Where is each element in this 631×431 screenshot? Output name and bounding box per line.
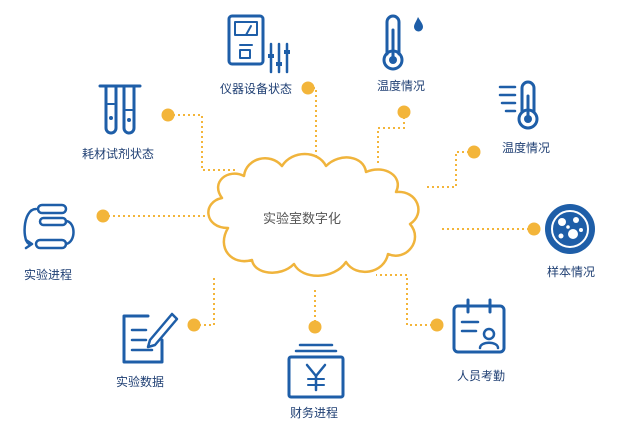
finance-label: 财务进程	[290, 406, 339, 420]
data-label: 实验数据	[116, 375, 165, 389]
center-cloud	[207, 152, 420, 277]
dot-reagent	[161, 108, 175, 122]
thermometer-icon	[382, 14, 423, 71]
connector-reagent	[168, 114, 236, 171]
dot-sample	[527, 222, 541, 236]
test-tubes-icon	[98, 84, 142, 135]
dot-finance	[308, 320, 322, 334]
temperature-top-label: 温度情况	[377, 79, 426, 93]
staff-label: 人员考勤	[457, 369, 506, 383]
instrument-label: 仪器设备状态	[220, 82, 293, 96]
connector-temperature-right	[426, 151, 474, 188]
dot-staff	[430, 318, 444, 332]
dot-temperature-right	[467, 145, 481, 159]
dot-instrument	[301, 81, 315, 95]
dot-progress	[96, 209, 110, 223]
reagent-label: 耗材试剂状态	[82, 147, 155, 161]
progress-label: 实验进程	[24, 268, 73, 282]
dot-temperature-top	[397, 105, 411, 119]
petri-dish-icon	[545, 204, 595, 254]
sample-label: 样本情况	[547, 265, 596, 279]
connector-data	[194, 278, 215, 326]
connector-staff	[376, 274, 437, 326]
workflow-icon	[23, 203, 75, 250]
temperature-right-label: 温度情况	[502, 141, 551, 155]
id-badge-icon	[452, 298, 506, 354]
dot-data	[187, 318, 201, 332]
connector-temperature-top	[377, 112, 405, 165]
thermometer-wind-icon	[498, 80, 539, 130]
connector-lines	[103, 87, 534, 327]
connector-dots	[96, 81, 541, 334]
edit-document-icon	[122, 312, 179, 364]
yuan-bill-icon	[287, 343, 345, 399]
connector-instrument	[308, 87, 317, 160]
center-label: 实验室数字化	[263, 212, 342, 227]
multimeter-icon	[227, 14, 290, 74]
